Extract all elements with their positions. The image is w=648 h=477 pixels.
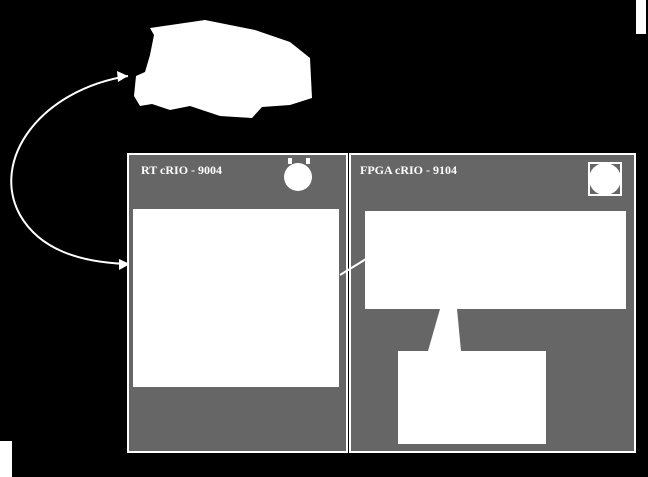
rt-fpga-link [340, 259, 366, 275]
edge-marker-bottom-left [0, 441, 12, 477]
fpga-io-pointer [428, 309, 461, 351]
edge-marker-top-right [636, 0, 646, 34]
